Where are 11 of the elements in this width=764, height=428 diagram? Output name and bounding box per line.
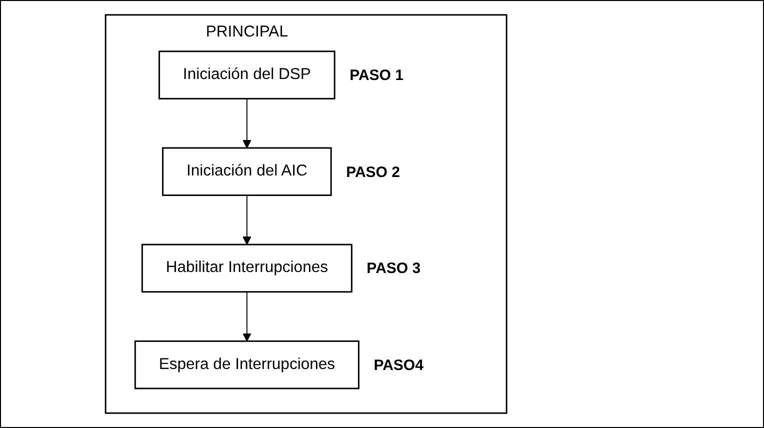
step-label: PASO 1 [350,67,404,84]
step-label: PASO 3 [366,260,421,278]
node-box: Habilitar Interrupciones [141,244,352,293]
node-box: Espera de Interrupciones [134,340,360,390]
node-box: Iniciación del AIC [162,147,332,196]
step-label: PASO4 [374,356,424,374]
arrow [242,194,252,245]
arrow [242,98,252,148]
node-box: Iniciación del DSP [158,50,336,100]
arrow [242,291,252,342]
step-label: PASO 2 [346,164,400,181]
